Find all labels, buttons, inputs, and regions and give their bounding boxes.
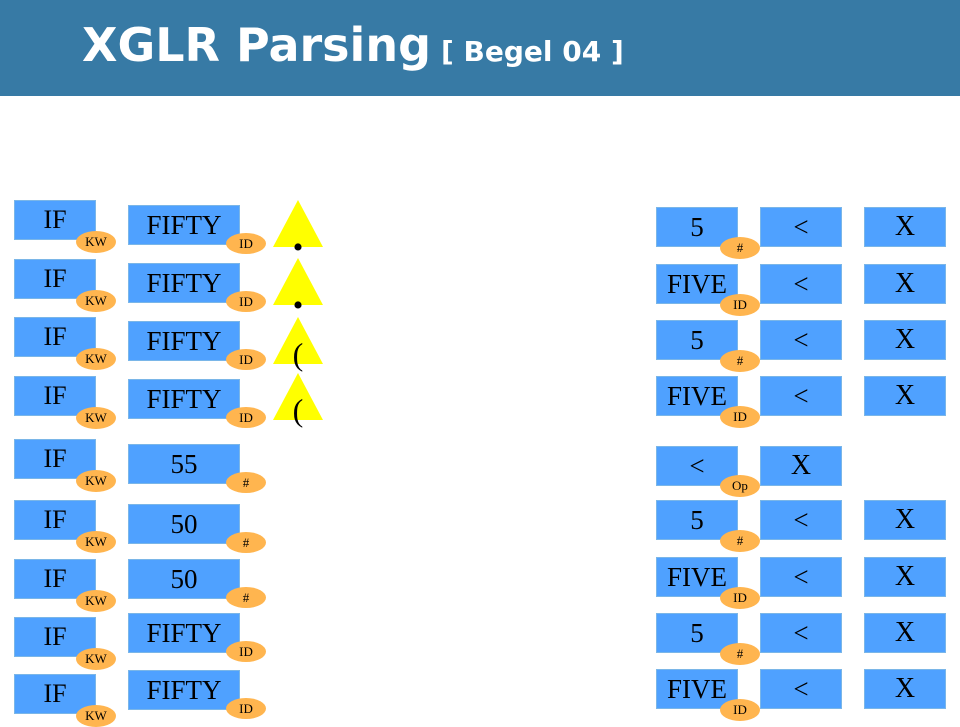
keyword-tag: KW	[76, 648, 116, 670]
token-box: FIFTY	[128, 321, 240, 361]
token-box: FIFTY	[128, 379, 240, 419]
variable-box: X	[864, 376, 946, 416]
title-bar: XGLR Parsing [ Begel 04 ]	[0, 0, 960, 96]
keyword-tag: KW	[76, 348, 116, 370]
token-tag: ID	[226, 349, 266, 370]
token-tag: #	[226, 472, 266, 493]
operand-tag: ID	[720, 699, 760, 721]
keyword-box: IF	[14, 200, 96, 240]
token-tag: ID	[226, 291, 266, 312]
token-tag: ID	[226, 698, 266, 719]
operand-tag: #	[720, 530, 760, 552]
operand-box: FIVE	[656, 264, 738, 304]
operator-box: <	[760, 376, 842, 416]
variable-box: X	[864, 557, 946, 597]
operand-tag: ID	[720, 406, 760, 428]
keyword-box: IF	[14, 617, 96, 657]
keyword-tag: KW	[76, 531, 116, 553]
operand-tag: ID	[720, 587, 760, 609]
variable-box: X	[864, 500, 946, 540]
token-box: 50	[128, 559, 240, 599]
triangle-marker: •	[273, 200, 323, 264]
operator-box: <	[760, 669, 842, 709]
operand-tag: #	[720, 350, 760, 372]
operator-box: <	[760, 613, 842, 653]
keyword-tag: KW	[76, 705, 116, 727]
title-main: XGLR Parsing	[82, 18, 431, 72]
variable-box: X	[864, 669, 946, 709]
triangle-marker-glyph: (	[293, 392, 304, 428]
operator-box: <	[760, 207, 842, 247]
operator-box: <	[760, 557, 842, 597]
token-box: FIFTY	[128, 205, 240, 245]
operand-box: 5	[656, 613, 738, 653]
triangle-marker: •	[273, 258, 323, 322]
title-sub: [ Begel 04 ]	[441, 35, 624, 68]
token-box: FIFTY	[128, 670, 240, 710]
operand-box: 5	[656, 320, 738, 360]
token-tag: ID	[226, 233, 266, 254]
token-tag: ID	[226, 641, 266, 662]
keyword-tag: KW	[76, 290, 116, 312]
operator-tag: Op	[720, 475, 760, 497]
operator-box: <	[760, 320, 842, 360]
variable-box: X	[864, 613, 946, 653]
triangle-marker-glyph: (	[293, 336, 304, 372]
keyword-tag: KW	[76, 590, 116, 612]
operator-box: <	[760, 500, 842, 540]
operand-tag: #	[720, 237, 760, 259]
token-tag: ID	[226, 407, 266, 428]
token-box: 55	[128, 444, 240, 484]
token-box: FIFTY	[128, 263, 240, 303]
variable-box: X	[864, 207, 946, 247]
operator-box: <	[760, 264, 842, 304]
keyword-tag: KW	[76, 231, 116, 253]
operand-box: FIVE	[656, 669, 738, 709]
token-tag: #	[226, 587, 266, 608]
triangle-marker: (	[273, 373, 323, 428]
triangle-marker-glyph: •	[293, 231, 304, 264]
triangle-marker-glyph: •	[293, 289, 304, 322]
variable-box: X	[864, 320, 946, 360]
operand-tag: #	[720, 643, 760, 665]
operand-tag: ID	[720, 294, 760, 316]
variable-box: X	[864, 264, 946, 304]
token-tag: #	[226, 532, 266, 553]
keyword-box: IF	[14, 376, 96, 416]
variable-box: X	[760, 446, 842, 486]
slide-title: XGLR Parsing[ Begel 04 ]	[82, 22, 624, 68]
token-box: 50	[128, 504, 240, 544]
keyword-tag: KW	[76, 470, 116, 492]
triangle-marker: (	[273, 317, 323, 372]
keyword-tag: KW	[76, 407, 116, 429]
token-box: FIFTY	[128, 613, 240, 653]
